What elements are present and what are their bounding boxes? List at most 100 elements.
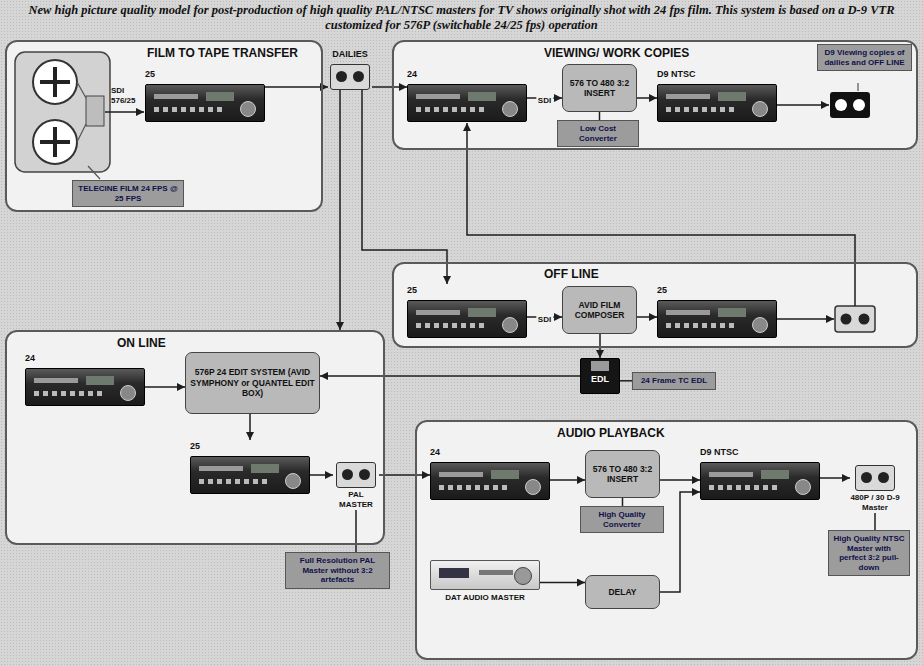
tape-slot — [199, 466, 243, 471]
cassette-reel — [861, 472, 872, 483]
jog-wheel — [752, 101, 768, 117]
jog-wheel — [240, 101, 256, 117]
vtr-deck-unit: 25 — [407, 284, 527, 338]
reel-hub — [40, 127, 70, 157]
jog-wheel — [285, 473, 301, 489]
connector — [540, 582, 585, 584]
callout-leader — [857, 83, 858, 91]
callout-box: Full Resolution PAL Master without 3:2 a… — [285, 552, 390, 589]
cassette-reel — [342, 469, 353, 480]
cassette-reel — [336, 71, 347, 82]
tape-cassette-unit: 480P / 30 D-9 Master — [850, 465, 900, 513]
display-panel — [468, 92, 496, 101]
display-panel — [439, 568, 469, 578]
deck-number: 25 — [407, 284, 527, 296]
deck-number: 25 — [190, 440, 310, 452]
connector — [637, 97, 657, 99]
panel-ground — [392, 40, 918, 150]
panel-heading: ON LINE — [117, 336, 166, 350]
cassette-reel — [859, 314, 870, 325]
display-panel — [468, 308, 496, 317]
callout-box: TELECINE FILM 24 FPS @ 25 FPS — [72, 180, 184, 207]
dat-deck — [430, 560, 540, 590]
vtr-deck-unit: 24 — [25, 352, 145, 406]
box-text: 576 TO 480 3:2 INSERT — [567, 78, 632, 99]
connector — [622, 498, 624, 506]
button-row — [439, 485, 509, 490]
vtr-deck-unit: 24 — [407, 68, 527, 122]
display-panel — [718, 92, 746, 101]
cassette-reel — [878, 472, 889, 483]
connector — [379, 474, 430, 476]
return-wire — [467, 123, 855, 306]
jog-wheel — [525, 479, 541, 495]
callout-box: D9 Viewing copies of dailies and OFF LIN… — [817, 44, 912, 71]
deck-number: D9 NTSC — [657, 68, 777, 80]
connector — [339, 90, 341, 330]
jog-wheel — [502, 101, 518, 117]
tape-cassette — [336, 462, 376, 488]
tape-slot — [416, 94, 460, 99]
connector — [145, 386, 185, 388]
vtr-deck — [657, 300, 777, 338]
tape-slot — [154, 94, 198, 99]
callout-text: High Quality NTSC Master with perfect 3:… — [833, 534, 905, 572]
connector — [660, 479, 700, 481]
vtr-deck — [657, 84, 777, 122]
connector — [249, 414, 251, 440]
callout-text: 24 Frame TC EDL — [637, 376, 711, 386]
connector — [310, 474, 333, 476]
deck-number: D9 NTSC — [700, 446, 820, 458]
vtr-deck-unit: D9 NTSC — [657, 68, 777, 122]
offline-wire — [777, 318, 834, 320]
tape-label: DAILIES — [328, 48, 372, 60]
connector — [637, 316, 657, 318]
film-reel — [33, 60, 77, 104]
connector — [620, 380, 632, 382]
edge-label-holder: SDI — [536, 89, 553, 107]
tape-label: PAL MASTER — [333, 490, 379, 510]
vtr-deck-unit: 24 — [430, 446, 550, 500]
jog-wheel — [795, 479, 811, 495]
signal-label: SDI 576/25 — [111, 86, 144, 106]
tape-slot — [666, 94, 710, 99]
telecine-housing — [15, 52, 110, 172]
diagram-title: New high picture quality model for post-… — [9, 3, 914, 33]
cassette-reel — [835, 99, 847, 111]
copy-wire — [777, 104, 829, 106]
button-row — [666, 107, 736, 112]
connector — [820, 477, 850, 479]
film-path — [77, 82, 86, 142]
connector — [599, 112, 601, 120]
process-box: 576 TO 480 3:2 INSERT — [562, 64, 637, 112]
display-panel — [251, 464, 279, 473]
callout-text: High Quality Converter — [585, 510, 659, 529]
vtr-deck-unit: 25 — [657, 284, 777, 338]
vtr-deck — [700, 462, 820, 500]
disk-shutter — [591, 361, 609, 371]
sdi-wire — [105, 111, 144, 113]
deck-number: 24 — [25, 352, 145, 364]
process-box: 576 TO 480 3:2 INSERT — [585, 450, 660, 498]
vtr-deck — [407, 300, 527, 338]
callout-box: Low Cost Converter — [557, 120, 639, 147]
tape-slot — [709, 472, 753, 477]
jog-wheel — [502, 317, 518, 333]
edge-label: SDI — [536, 96, 553, 106]
box-text: AVID FILM COMPOSER — [567, 300, 632, 321]
button-row — [709, 485, 779, 490]
offline-cassette — [835, 306, 875, 332]
stage-panel: FILM TO TAPE TRANSFER25TELECINE FILM 24 … — [5, 40, 323, 212]
callout-box: High Quality Converter — [580, 506, 664, 533]
reel-hub — [40, 67, 70, 97]
callout-box: High Quality NTSC Master with perfect 3:… — [828, 530, 910, 576]
panel-heading: AUDIO PLAYBACK — [557, 426, 665, 440]
film-gate — [86, 96, 104, 126]
box-text: 576 TO 480 3:2 INSERT — [590, 464, 655, 485]
edl-disk: EDL — [580, 358, 620, 394]
panel-ground — [392, 262, 918, 348]
button-row — [154, 107, 224, 112]
display-panel — [491, 470, 519, 479]
stage-panel: ON LINE24576P 24 EDIT SYSTEM (AVID SYMPH… — [5, 330, 385, 545]
